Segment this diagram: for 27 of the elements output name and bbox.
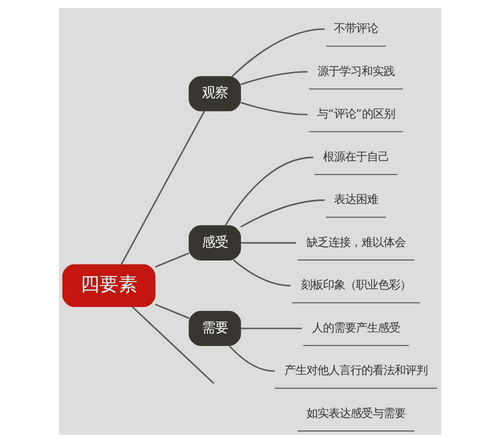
node-text: 刻板印象（职业色彩） bbox=[300, 278, 411, 292]
connector bbox=[240, 102, 308, 116]
connector bbox=[154, 252, 190, 268]
connector bbox=[120, 110, 206, 266]
node-text: 人的需要产生感受 bbox=[312, 320, 400, 334]
connector bbox=[240, 328, 302, 330]
node-box: 需要 bbox=[188, 310, 241, 346]
node-text: 表达困难 bbox=[334, 192, 378, 206]
node-text: 源于学习和实践 bbox=[317, 64, 394, 78]
node-text: 缺乏连接，难以体会 bbox=[306, 234, 406, 249]
connector bbox=[232, 28, 325, 77]
connector bbox=[233, 259, 290, 286]
node-text: 根源在于自己 bbox=[322, 149, 389, 164]
node-box: 感受 bbox=[188, 225, 241, 260]
connector bbox=[228, 345, 275, 372]
node-text: 产生对他人言行的看法和评判 bbox=[284, 363, 428, 378]
node-text: 与“评论”的区别 bbox=[317, 106, 395, 121]
node-box: 四要素 bbox=[62, 264, 156, 308]
connector bbox=[240, 242, 296, 244]
node-text: 如实表达感受与需要 bbox=[306, 406, 406, 420]
connector bbox=[240, 199, 325, 228]
connector bbox=[224, 156, 314, 226]
node-box: 观察 bbox=[188, 76, 241, 112]
connector bbox=[132, 306, 214, 384]
connector bbox=[240, 71, 308, 86]
connector bbox=[154, 304, 190, 319]
node-text: 不带评论 bbox=[334, 21, 378, 36]
